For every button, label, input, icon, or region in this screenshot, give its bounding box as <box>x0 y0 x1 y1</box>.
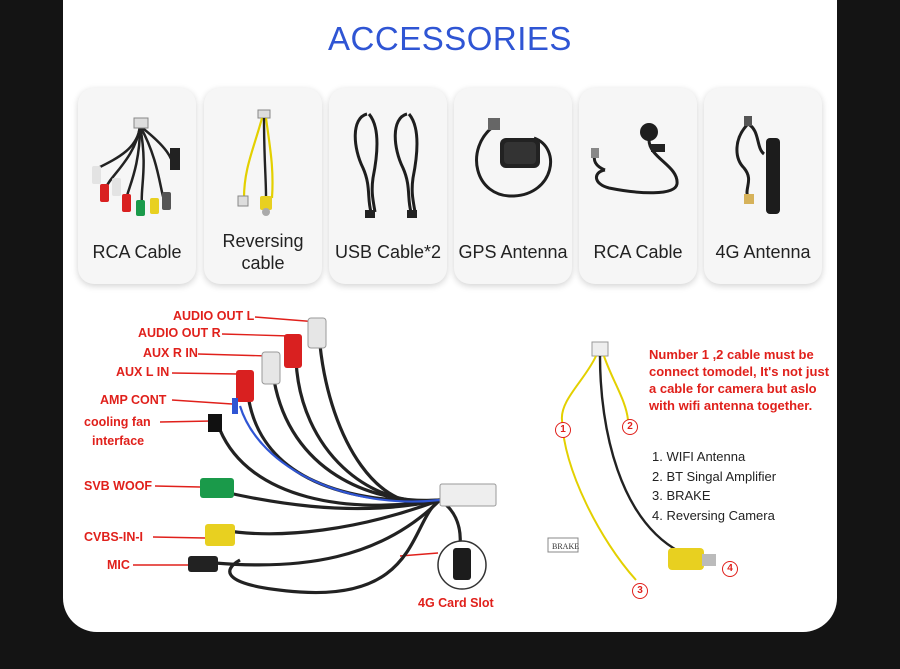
rca-cable-harness-icon <box>92 117 180 216</box>
card-label: USB Cable*2 <box>334 242 442 262</box>
page-title: ACCESSORIES <box>328 20 572 57</box>
list-item: 4. Reversing Camera <box>652 507 775 523</box>
label-cooling-fan-interface: interface <box>92 434 145 448</box>
label-cvbs-in: CVBS-IN-I <box>84 530 144 544</box>
label-4g-card-slot: 4G Card Slot <box>418 596 494 610</box>
number-marker-2: 2 <box>622 419 638 435</box>
cable-function-list: 1. WIFI Antenna 2. BT Singal Amplifier 3… <box>652 447 776 525</box>
accessory-card-rca-cable: RCA Cable <box>78 88 196 284</box>
brake-tag: BRAKE <box>552 542 579 551</box>
list-item: 3. BRAKE <box>652 488 711 503</box>
card-label: Reversing cable <box>222 231 304 273</box>
number-marker-3: 3 <box>632 583 648 599</box>
number-marker-1: 1 <box>555 422 571 438</box>
accessory-card-gps-antenna: GPS Antenna <box>454 88 572 284</box>
card-label: 4G Antenna <box>715 242 811 262</box>
label-cooling-fan: cooling fan <box>84 415 151 429</box>
gps-antenna-icon <box>475 118 552 198</box>
label-aux-r-in: AUX R IN <box>143 346 198 360</box>
label-audio-out-r: AUDIO OUT R <box>138 326 221 340</box>
label-amp-cont: AMP CONT <box>100 393 167 407</box>
label-mic: MIC <box>107 558 130 572</box>
cable-note: Number 1 ,2 cable must be connect tomode… <box>649 347 830 413</box>
accessory-card-microphone: RCA Cable <box>579 88 697 284</box>
label-svb-woof: SVB WOOF <box>84 479 153 493</box>
4g-antenna-icon <box>735 116 780 214</box>
number-marker-4: 4 <box>722 561 738 577</box>
list-item: 1. WIFI Antenna <box>652 449 746 464</box>
card-label: RCA Cable <box>92 242 182 262</box>
label-audio-out-l: AUDIO OUT L <box>173 309 255 323</box>
label-aux-l-in: AUX L IN <box>116 365 170 379</box>
accessory-card-reversing-cable: Reversing cable <box>204 88 322 284</box>
card-label: GPS Antenna <box>458 242 568 262</box>
card-label: RCA Cable <box>593 242 683 262</box>
reversing-cable-icon <box>237 109 274 216</box>
list-item: 2. BT Singal Amplifier <box>652 468 777 484</box>
usb-cable-icon <box>353 112 419 218</box>
accessory-card-usb-cable: USB Cable*2 <box>329 88 447 284</box>
microphone-cable-icon <box>591 123 679 195</box>
accessory-card-4g-antenna: 4G Antenna <box>704 88 822 284</box>
